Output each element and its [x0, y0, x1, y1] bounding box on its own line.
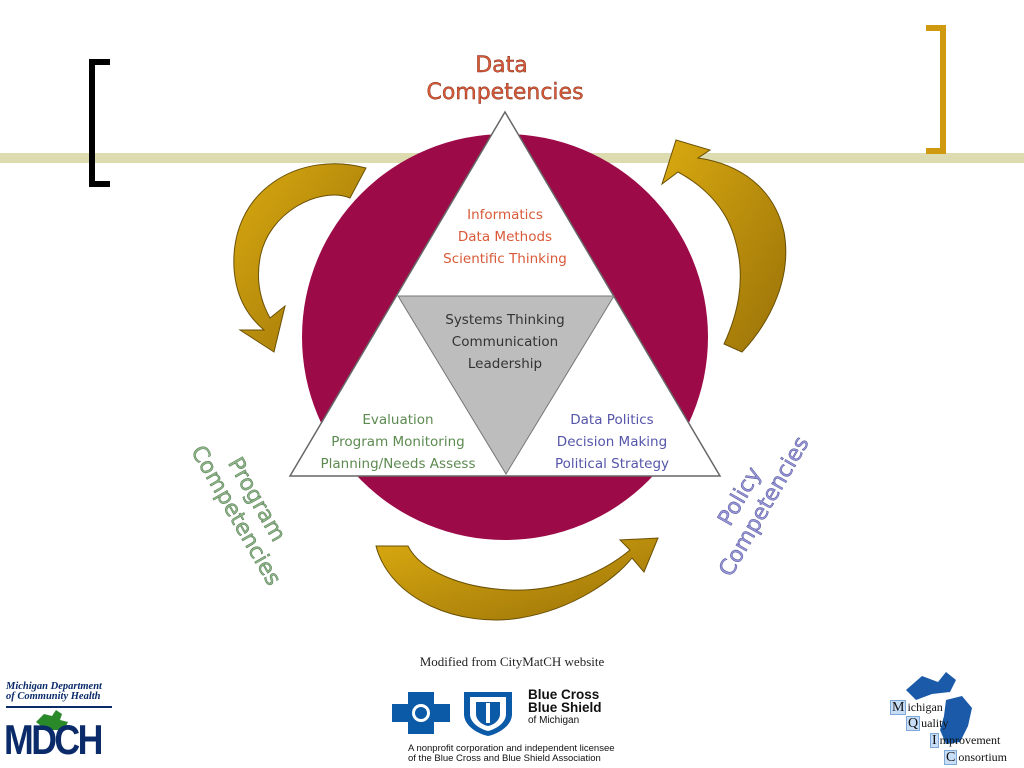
- right-item: Political Strategy: [555, 456, 669, 472]
- bcbs-note-line1: A nonprofit corporation and independent …: [408, 743, 615, 754]
- right-item: Data Politics: [570, 412, 653, 428]
- michigan-map-icon: [906, 672, 972, 744]
- program-competencies-heading: Program Competencies: [185, 428, 308, 590]
- policy-competencies-heading: Policy Competencies: [692, 419, 815, 581]
- center-item: Communication: [452, 334, 558, 350]
- right-bracket: [926, 25, 946, 154]
- data-heading-line2: Competencies: [426, 80, 583, 105]
- right-cycle-arrow: [661, 139, 787, 353]
- michigan-map-icon: [36, 710, 68, 730]
- outer-triangle: [288, 110, 722, 477]
- blue-cross-shield-icon: [392, 692, 512, 736]
- top-item: Scientific Thinking: [443, 251, 567, 267]
- left-cycle-arrow: [233, 163, 367, 353]
- source-caption: Modified from CityMatCH website: [419, 654, 605, 669]
- left-item: Planning/Needs Assess: [321, 456, 476, 472]
- left-bracket: [89, 59, 110, 187]
- bcbs-note-line2: of the Blue Cross and Blue Shield Associ…: [408, 753, 601, 764]
- center-item: Systems Thinking: [445, 312, 564, 328]
- left-item: Evaluation: [362, 412, 433, 428]
- bcbs-name-line2: Blue Shield: [528, 700, 602, 715]
- mdch-title: Michigan Department of Community Health: [6, 681, 102, 702]
- left-item: Program Monitoring: [331, 434, 464, 450]
- center-item: Leadership: [468, 356, 542, 372]
- right-item: Decision Making: [557, 434, 667, 450]
- competencies-diagram: Data Competencies Program Competencies P…: [0, 25, 1024, 621]
- bcbs-logo: Blue Cross Blue Shield of Michigan A non…: [388, 686, 708, 766]
- data-heading-line1: Data: [475, 53, 528, 78]
- mdch-logo: Michigan Department of Community Health …: [4, 681, 118, 768]
- bcbs-name: Blue Cross Blue Shield: [528, 687, 602, 715]
- mdch-divider: [6, 706, 112, 708]
- top-item: Informatics: [467, 207, 543, 223]
- data-competencies-heading: Data Competencies: [426, 53, 583, 105]
- center-triangle: [397, 295, 615, 475]
- bcbs-note: A nonprofit corporation and independent …: [408, 744, 615, 764]
- bottom-cycle-arrow: [375, 537, 659, 621]
- bcbs-name-line1: Blue Cross: [528, 687, 600, 702]
- top-item: Data Methods: [458, 229, 552, 245]
- bcbs-sub: of Michigan: [528, 715, 580, 726]
- mdch-wordmark: MDCH: [4, 716, 103, 763]
